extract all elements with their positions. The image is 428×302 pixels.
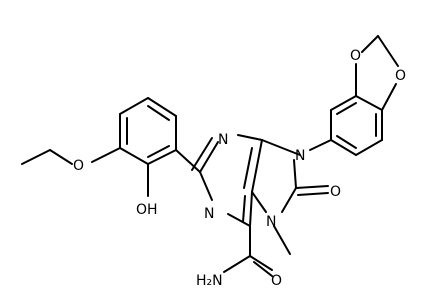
- bond: [147, 149, 177, 165]
- atom-label-o: O: [350, 48, 361, 64]
- atom-label-o: O: [271, 273, 282, 289]
- bond: [309, 139, 332, 151]
- atom-label-n: N: [266, 214, 276, 230]
- bond: [21, 149, 51, 165]
- bond: [261, 139, 301, 156]
- benzodioxole-group: [330, 35, 399, 156]
- bond: [91, 147, 121, 163]
- bond: [251, 191, 267, 213]
- bond: [273, 225, 291, 255]
- phenol-group: [21, 97, 201, 197]
- purine-group: [191, 134, 332, 277]
- bond: [119, 97, 149, 115]
- bond: [199, 171, 213, 201]
- atom-label-nh2: H₂N: [196, 273, 223, 289]
- atom-label-oh: OH: [136, 202, 158, 218]
- atom-label-o: O: [395, 68, 406, 84]
- bond: [336, 135, 357, 149]
- bond: [281, 187, 297, 213]
- bond: [227, 213, 251, 227]
- bond: [330, 139, 357, 156]
- atom-label-o: O: [73, 158, 84, 174]
- atom-label-n: N: [204, 206, 214, 222]
- bond: [336, 102, 357, 115]
- bond: [377, 35, 399, 67]
- bond: [355, 139, 383, 156]
- bond: [237, 134, 263, 141]
- bond: [293, 159, 297, 189]
- bond: [147, 105, 170, 121]
- bond: [361, 35, 379, 53]
- bond: [199, 141, 219, 173]
- bond: [295, 185, 329, 189]
- bond: [147, 145, 170, 158]
- atom-label-o: O: [330, 184, 341, 200]
- bond: [249, 191, 253, 227]
- bond: [355, 95, 383, 111]
- bond: [223, 255, 251, 273]
- bond: [49, 149, 73, 165]
- bond: [175, 149, 201, 173]
- bond: [147, 97, 177, 117]
- bond: [330, 95, 357, 111]
- bond: [297, 192, 329, 196]
- bond: [242, 195, 246, 223]
- bond: [243, 147, 253, 189]
- bond: [253, 261, 273, 277]
- bond: [119, 147, 149, 165]
- bond: [381, 83, 397, 111]
- bond: [249, 255, 273, 271]
- bond: [191, 137, 213, 171]
- bond: [251, 139, 263, 193]
- atom-label-n: N: [295, 148, 305, 164]
- atom-label-n: N: [218, 132, 228, 148]
